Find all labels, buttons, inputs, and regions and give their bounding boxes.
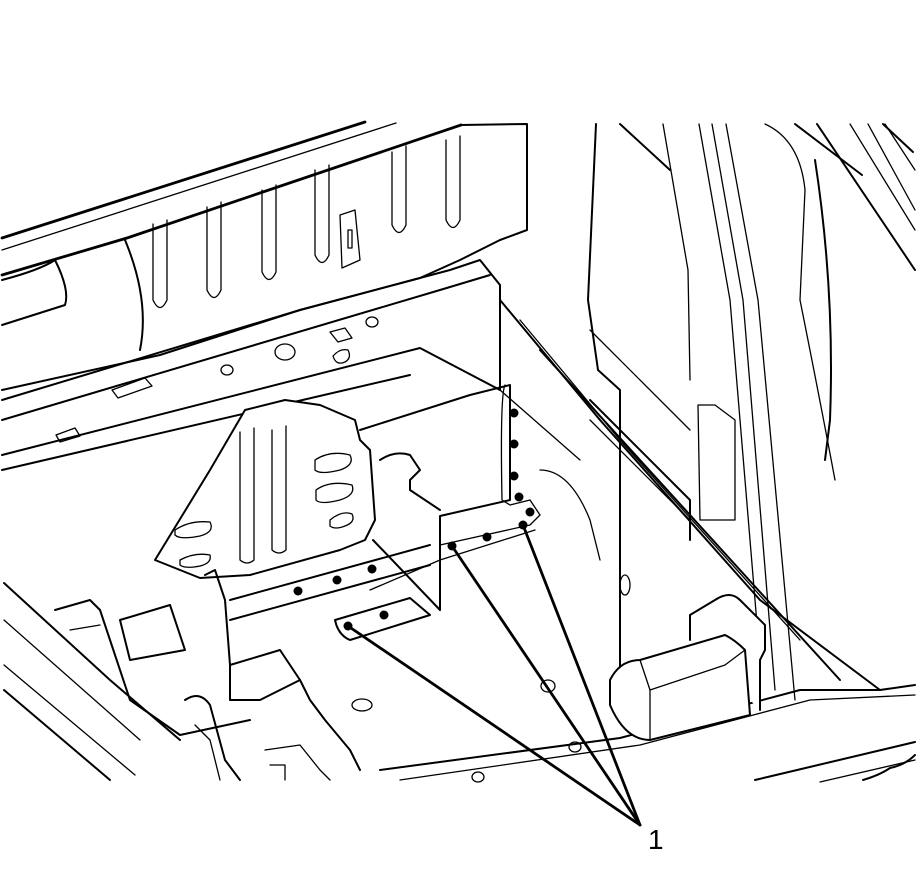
upper-rear-panel [0,120,528,391]
hinge-mechanism [54,569,361,781]
callout-leader-lines [346,523,642,827]
rubber-bumper-block [609,594,766,741]
lower-floor-edge [351,679,916,783]
floor-rails [3,299,881,781]
cross-member [1,259,501,471]
center-bracket [154,399,376,579]
callout-label-1: 1 [648,824,664,855]
